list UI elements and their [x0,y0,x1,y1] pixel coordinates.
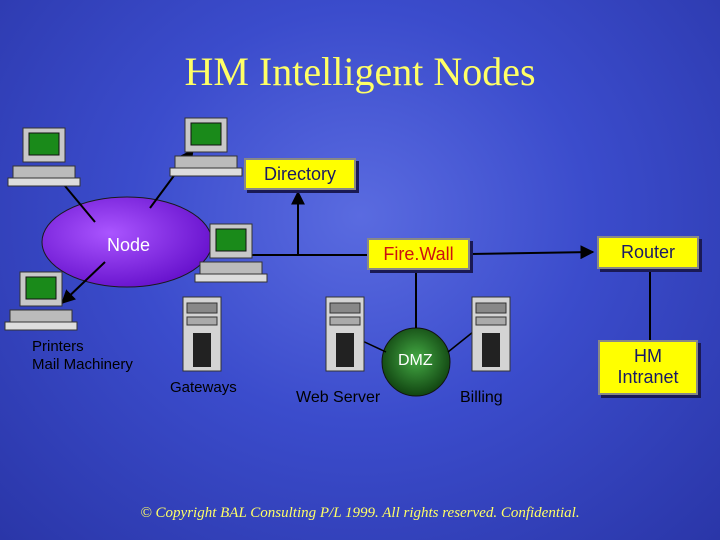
workstation-icon [194,223,268,283]
intranet-line-2: Intranet [617,367,679,387]
intranet-box: HM Intranet [598,340,698,395]
printers-line-2: Mail Machinery [32,356,133,373]
web-server-label: Web Server [296,389,381,406]
workstation-icon [169,117,243,177]
printers-line-1: Printers [32,338,84,355]
intranet-line-1: HM [634,346,662,366]
server-tower-icon [471,296,511,372]
wire-pc4-node [60,261,106,304]
billing-label: Billing [460,389,503,406]
router-box: Router [597,236,699,269]
server-tower-icon [325,296,365,372]
firewall-box: Fire.Wall [367,238,470,270]
slide-title: HM Intelligent Nodes [184,49,536,94]
server-tower-icon [182,296,222,372]
node-label: Node [107,235,151,255]
dmz-label: DMZ [398,352,433,369]
copyright-notice: © Copyright BAL Consulting P/L 1999. All… [140,505,580,521]
printers-label: Printers Mail Machinery [32,338,133,374]
wire-firewall-router [469,245,595,260]
workstation-icon [7,127,81,187]
workstation-icon [4,271,78,331]
gateways-label: Gateways [170,379,237,396]
directory-box: Directory [244,158,356,190]
wire-billing-dmz [447,331,474,353]
